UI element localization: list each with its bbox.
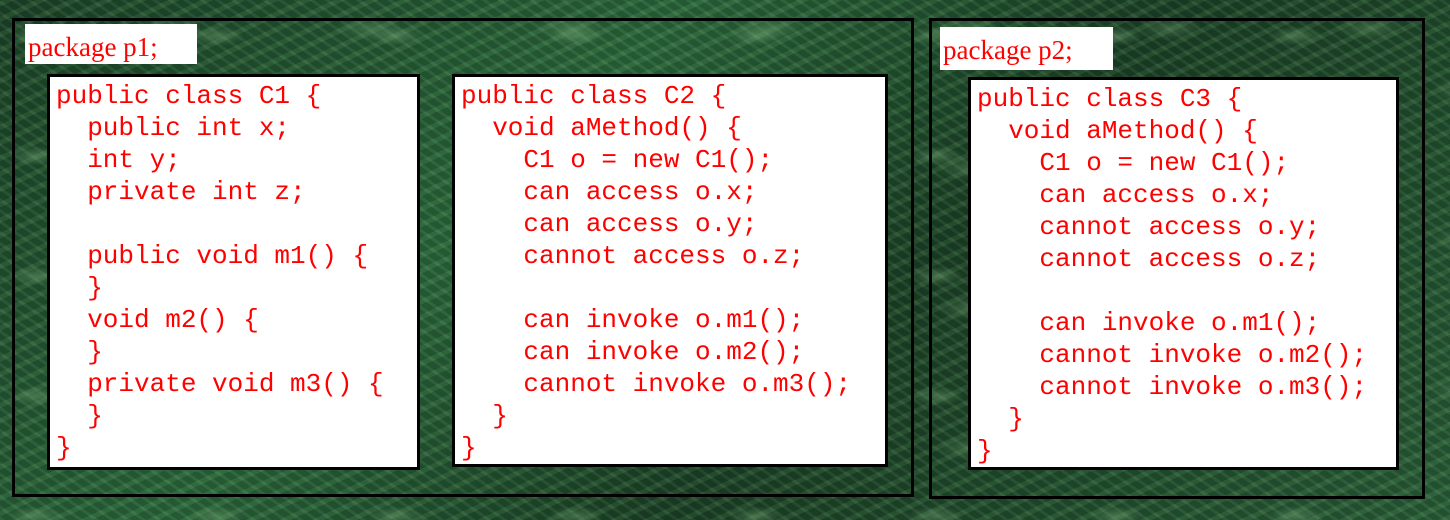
code-line: C1 o = new C1(); [977,148,1290,178]
code-line: } [977,404,1024,434]
code-line: private void m3() { [56,369,384,399]
code-line: public class C2 { [461,81,727,111]
code-line: public class C3 { [977,84,1243,114]
code-line: cannot invoke o.m2(); [977,340,1368,370]
code-line: can access o.x; [977,180,1274,210]
class-c2-code-box: public class C2 { void aMethod() { C1 o … [452,74,888,467]
code-line: void aMethod() { [461,113,742,143]
package-p1-label: package p1; [25,24,197,64]
code-line: cannot invoke o.m3(); [977,372,1368,402]
package-p2-label: package p2; [940,27,1113,70]
package-p1-frame [12,18,914,497]
code-line: int y; [56,145,181,175]
code-line: public int x; [56,113,291,143]
class-c3-code-box: public class C3 { void aMethod() { C1 o … [968,77,1399,470]
code-line: C1 o = new C1(); [461,145,774,175]
code-line: cannot invoke o.m3(); [461,369,852,399]
code-line: can invoke o.m2(); [461,337,805,367]
code-line: public class C1 { [56,81,322,111]
code-line: cannot access o.z; [461,241,805,271]
code-line: can access o.y; [461,209,758,239]
code-line: } [56,433,72,463]
class-c1-code-box: public class C1 { public int x; int y; p… [47,74,420,470]
code-line: public void m1() { [56,241,369,271]
code-line: } [461,433,477,463]
code-line: private int z; [56,177,306,207]
code-line: can invoke o.m1(); [461,305,805,335]
code-line: void m2() { [56,305,259,335]
code-line: cannot access o.y; [977,212,1321,242]
code-line: } [56,273,103,303]
package-p2-frame [929,18,1425,499]
code-line: can invoke o.m1(); [977,308,1321,338]
code-line: can access o.x; [461,177,758,207]
code-line: } [461,401,508,431]
code-line: cannot access o.z; [977,244,1321,274]
code-line: } [56,337,103,367]
code-line: void aMethod() { [977,116,1258,146]
code-line: } [977,436,993,466]
code-line: } [56,401,103,431]
